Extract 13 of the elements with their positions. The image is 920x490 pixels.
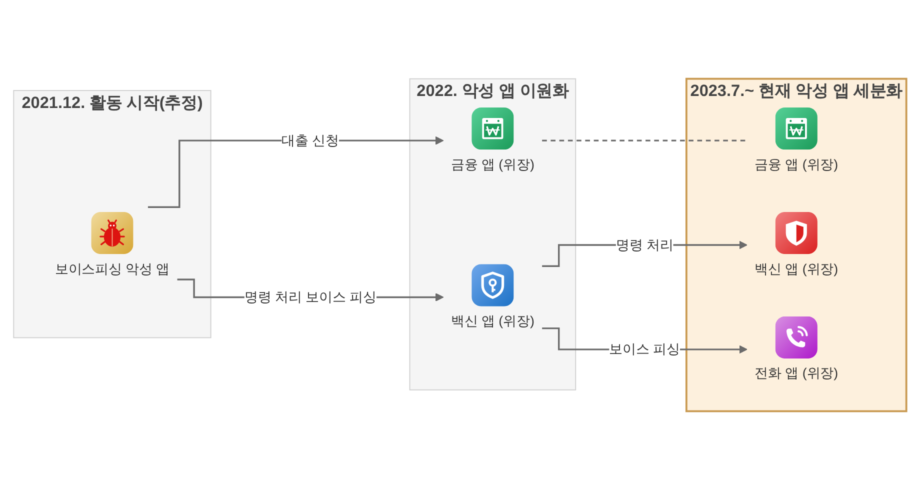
panel-title: 2023.7.~ 현재 악성 앱 세분화 bbox=[690, 80, 902, 102]
period-panel bbox=[13, 90, 212, 338]
connector-line bbox=[542, 140, 747, 142]
period-panel bbox=[685, 78, 908, 412]
app-caption: 금융 앱 (위장) bbox=[754, 155, 838, 174]
panel-title: 2022. 악성 앱 이원화 bbox=[416, 82, 569, 100]
app-caption: 보이스피싱 악성 앱 bbox=[54, 260, 170, 278]
app-caption: 백신 앱 (위장) bbox=[754, 260, 838, 278]
panel-title: 2021.12. 활동 시작(추정) bbox=[22, 92, 203, 114]
app-caption: 백신 앱 (위장) bbox=[450, 312, 534, 330]
period-panel bbox=[409, 78, 576, 390]
app-caption: 금융 앱 (위장) bbox=[450, 155, 534, 174]
app-caption: 전화 앱 (위장) bbox=[754, 364, 838, 383]
